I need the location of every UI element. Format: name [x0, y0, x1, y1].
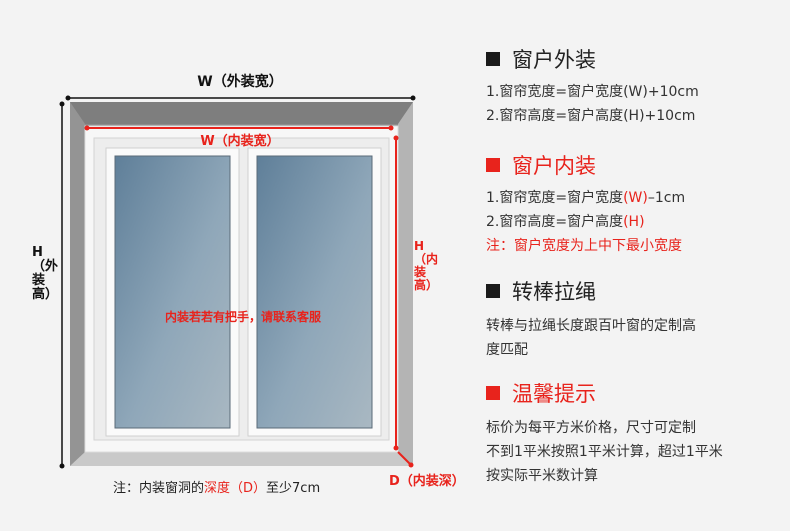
- outer-line-1: 1.窗帘宽度=窗户宽度(W)+10cm: [486, 84, 699, 100]
- section-outer-title: 窗户外装: [486, 44, 781, 74]
- outer-width-label: W（外装宽）: [197, 74, 283, 90]
- section-inner-title-text: 窗户内装: [512, 154, 596, 178]
- info-panel: 窗户外装 1.窗帘宽度=窗户宽度(W)+10cm 2.窗帘高度=窗户高度(H)+…: [486, 44, 781, 488]
- bottom-note: 注：内装窗洞的深度（D）至少7cm: [113, 477, 320, 496]
- bottom-note-highlight: 深度（D）: [204, 481, 267, 496]
- inner-height-text: H（内装高）: [414, 239, 439, 292]
- left-glass: [114, 155, 231, 429]
- inner-line-2: 2.窗帘高度=窗户高度(H): [486, 210, 781, 234]
- section-inner-title: 窗户内装: [486, 150, 781, 180]
- section-tips-title: 温馨提示: [486, 378, 781, 408]
- bottom-note-prefix: 注：内装窗洞的: [113, 481, 205, 496]
- outer-line-2: 2.窗帘高度=窗户高度(H)+10cm: [486, 108, 696, 124]
- recess-bottom: [70, 452, 413, 466]
- inner-note: 注：窗户宽度为上中下最小宽度: [486, 238, 682, 254]
- inner-line-2-prefix: 2.窗帘高度=窗户高度: [486, 214, 624, 230]
- bottom-note-suffix: 至少7cm: [266, 481, 321, 496]
- section-tips-title-text: 温馨提示: [512, 382, 596, 406]
- inner-width-label: W（内装宽）: [200, 134, 280, 149]
- outer-height-text: H（外装高）: [32, 245, 59, 302]
- rod-line-1: 转棒与拉绳长度跟百叶窗的定制高: [486, 318, 696, 334]
- inner-line-2-red: (H): [623, 214, 645, 230]
- tips-line-2: 不到1平米按照1平米计算，超过1平米: [486, 444, 723, 460]
- inner-line-1: 1.窗帘宽度=窗户宽度(W)–1cm: [486, 186, 781, 210]
- section-rod-title: 转棒拉绳: [486, 276, 781, 306]
- section-rod-title-text: 转棒拉绳: [512, 280, 596, 304]
- rod-line-2: 度匹配: [486, 342, 528, 358]
- center-note: 内装若若有把手，请联系客服: [164, 310, 321, 324]
- window-illustration: [59, 95, 416, 469]
- depth-label: D（内装深）: [389, 474, 465, 489]
- right-glass: [256, 155, 373, 429]
- inner-line-1-suffix: –1cm: [647, 190, 686, 206]
- recess-left: [70, 102, 85, 466]
- section-outer-title-text: 窗户外装: [512, 48, 596, 72]
- tips-line-1: 标价为每平方米价格，尺寸可定制: [486, 420, 696, 436]
- square-bullet-icon: [486, 284, 500, 298]
- square-bullet-icon: [486, 158, 500, 172]
- tips-line-3: 按实际平米数计算: [486, 468, 598, 484]
- square-bullet-icon: [486, 52, 500, 66]
- recess-right: [398, 102, 413, 466]
- inner-line-1-red: (W): [623, 190, 648, 206]
- inner-line-1-prefix: 1.窗帘宽度=窗户宽度: [486, 190, 624, 206]
- recess-top: [70, 102, 413, 124]
- outer-height-label: H（外装高）: [32, 246, 58, 302]
- inner-height-label: H（内装高）: [414, 240, 438, 292]
- square-bullet-icon: [486, 386, 500, 400]
